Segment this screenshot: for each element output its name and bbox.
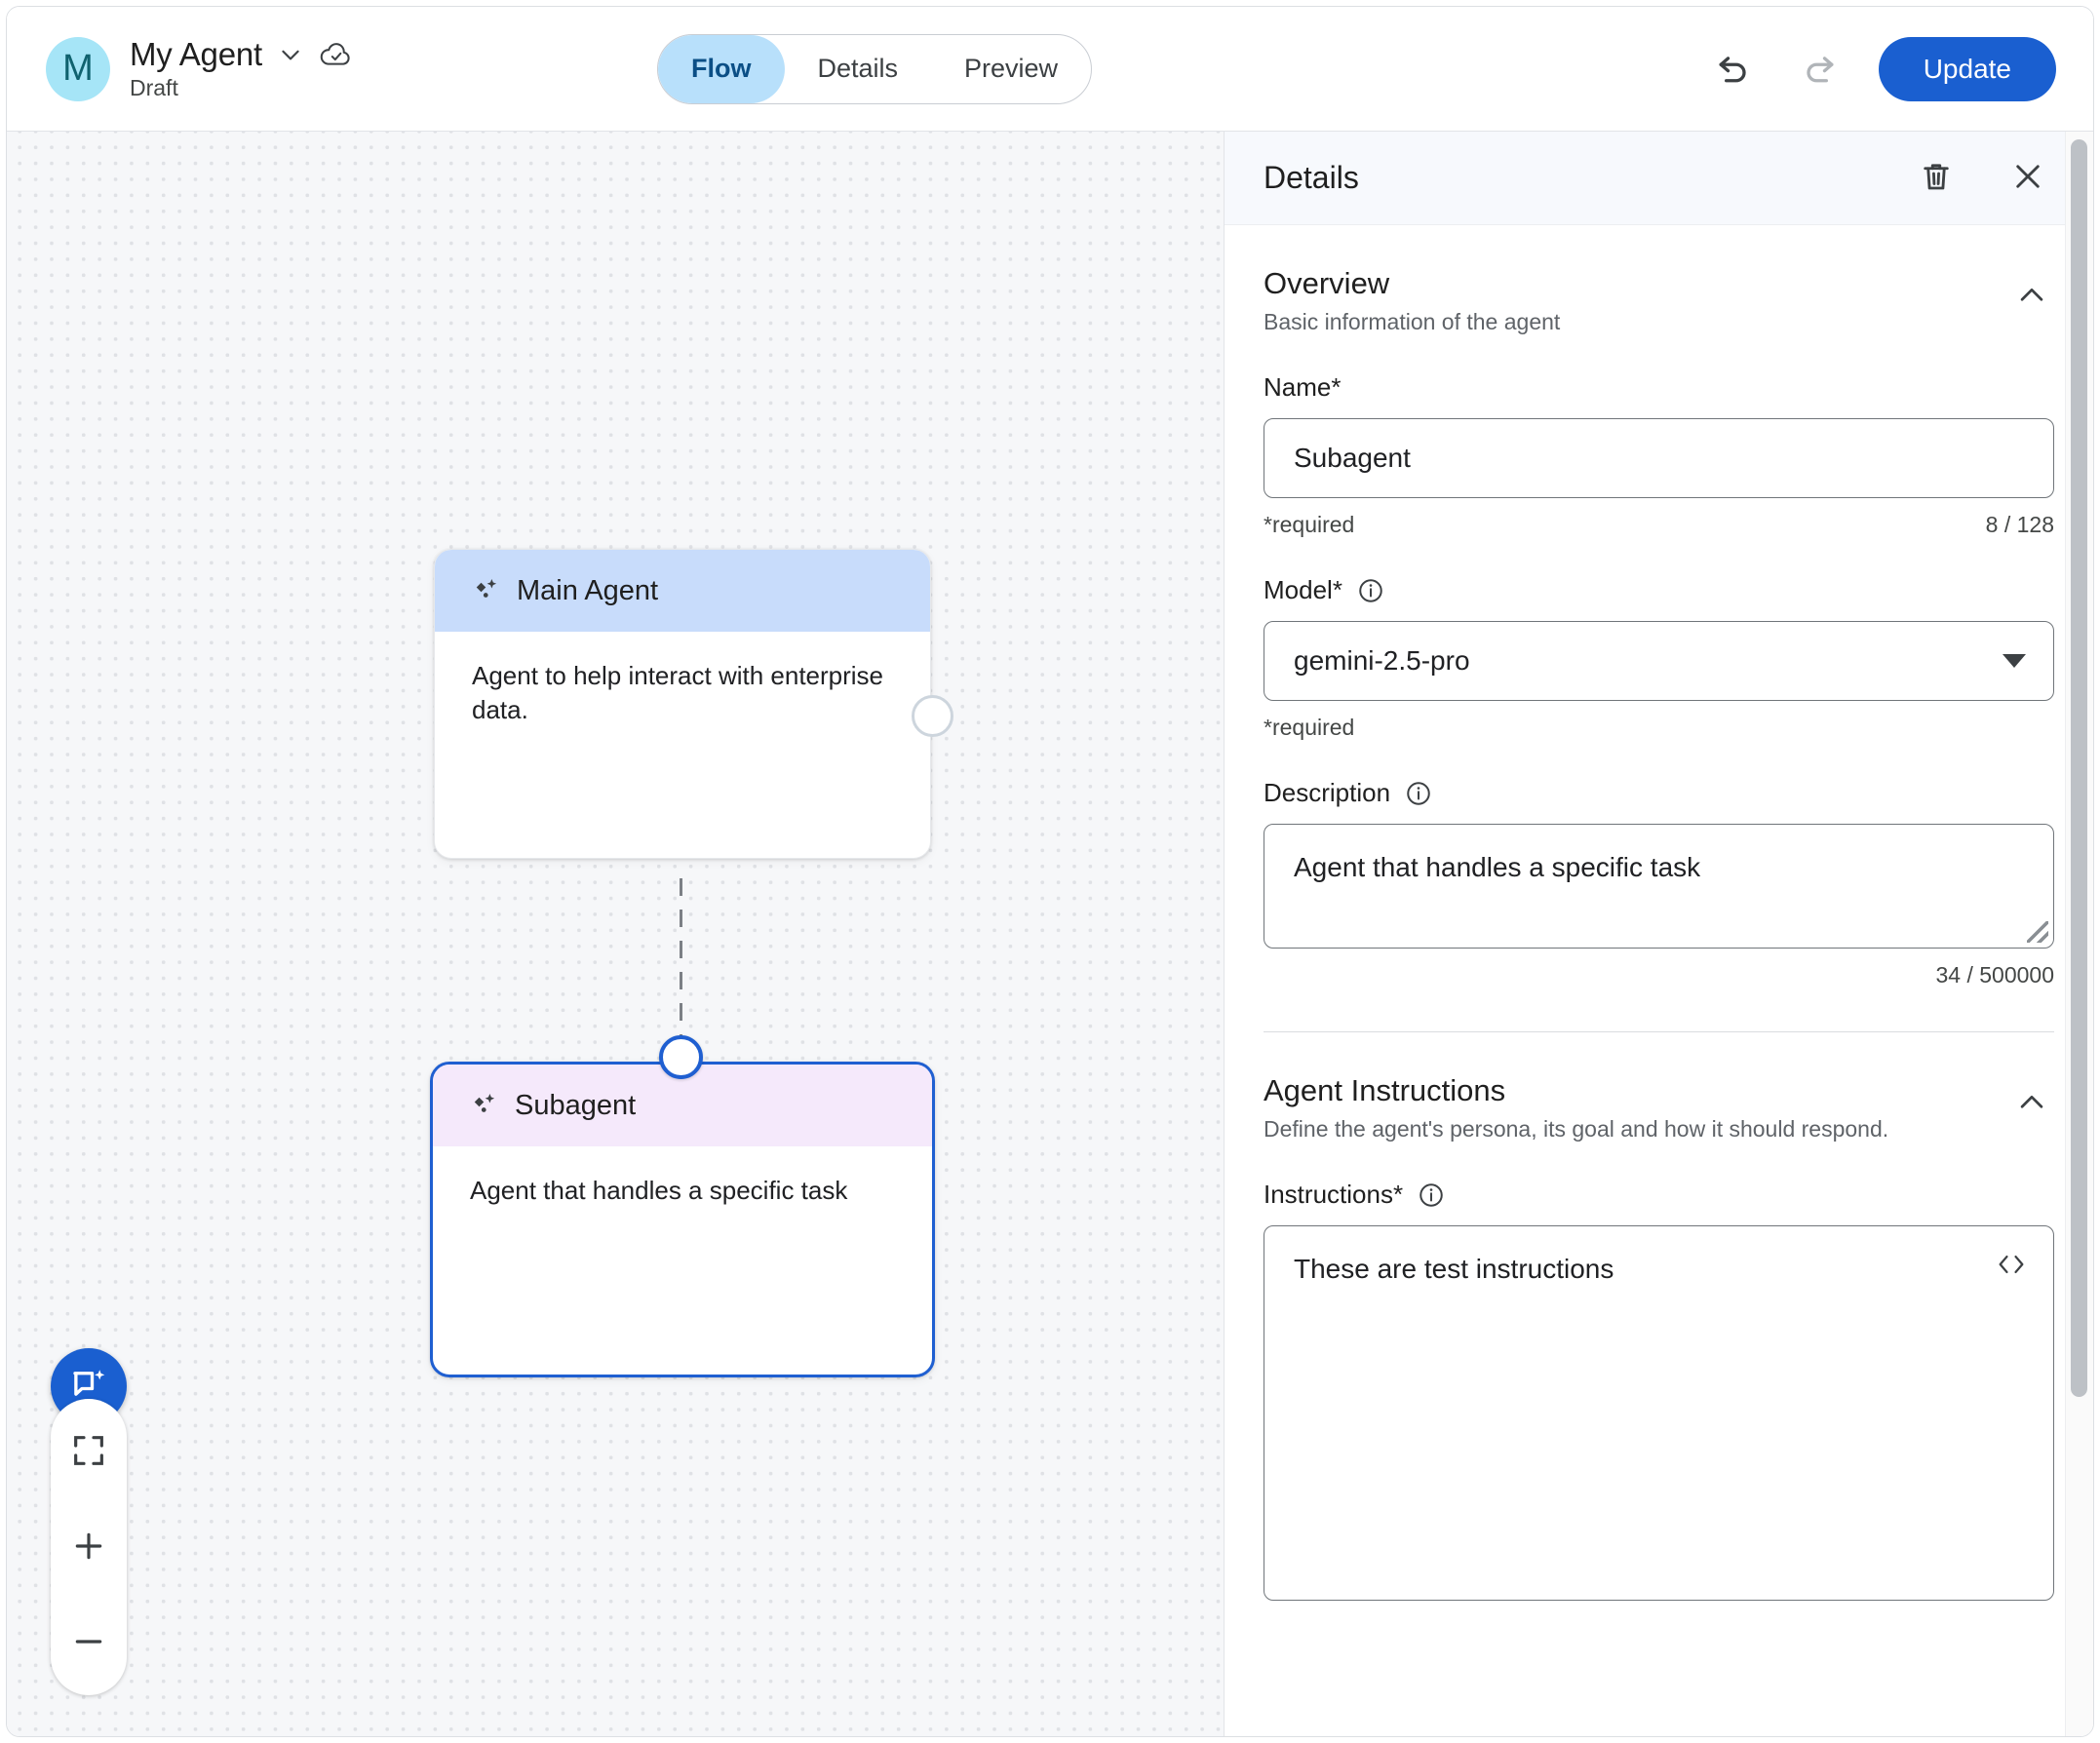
fit-to-screen-icon xyxy=(69,1431,108,1473)
instructions-section-subtitle: Define the agent's persona, its goal and… xyxy=(1264,1116,1889,1142)
agent-brand: M My Agent Draft xyxy=(7,36,354,101)
model-select[interactable]: gemini-2.5-pro xyxy=(1264,621,2054,701)
sparkle-icon xyxy=(472,576,501,605)
resize-grip-icon[interactable] xyxy=(2027,921,2048,943)
model-label: Model* xyxy=(1264,575,2054,605)
chevron-down-icon[interactable] xyxy=(278,42,303,67)
instructions-label-text: Instructions* xyxy=(1264,1180,1404,1209)
info-icon[interactable] xyxy=(1417,1181,1446,1210)
tab-flow[interactable]: Flow xyxy=(657,34,785,103)
avatar: M xyxy=(46,36,110,101)
zoom-controls xyxy=(51,1399,127,1695)
instructions-field-group: Instructions* These are test instruction… xyxy=(1264,1180,2054,1601)
sparkle-icon xyxy=(470,1091,499,1120)
title-row: My Agent xyxy=(130,36,354,73)
node-title: Main Agent xyxy=(517,574,659,606)
description-label-text: Description xyxy=(1264,778,1391,807)
node-description: Agent that handles a specific task xyxy=(470,1176,848,1205)
overview-section-header: Overview Basic information of the agent xyxy=(1264,225,2054,335)
close-icon xyxy=(2009,158,2046,198)
flow-edge-main-to-sub xyxy=(680,878,682,1064)
redo-icon xyxy=(1798,46,1841,92)
page-title: My Agent xyxy=(130,36,262,72)
info-icon[interactable] xyxy=(1404,779,1433,808)
chevron-up-icon xyxy=(2015,1086,2048,1122)
delete-agent-button[interactable] xyxy=(1910,152,1963,205)
instructions-collapse-button[interactable] xyxy=(2009,1081,2054,1126)
close-panel-button[interactable] xyxy=(2002,152,2054,205)
triangle-down-icon xyxy=(2003,654,2026,668)
details-panel-body: Overview Basic information of the agent … xyxy=(1225,225,2093,1736)
top-bar: M My Agent Draft Flo xyxy=(7,7,2093,132)
code-brackets-icon[interactable] xyxy=(1995,1252,2028,1277)
node-port-main-right[interactable] xyxy=(912,695,953,737)
app-window: M My Agent Draft Flo xyxy=(6,6,2094,1737)
name-input[interactable]: Subagent xyxy=(1264,418,2054,498)
description-label: Description xyxy=(1264,778,2054,808)
details-panel: Details xyxy=(1224,132,2093,1736)
undo-icon xyxy=(1712,46,1755,92)
section-divider xyxy=(1264,1031,2054,1032)
title-block: My Agent Draft xyxy=(130,36,354,101)
flow-canvas[interactable]: Main Agent Agent to help interact with e… xyxy=(7,132,1224,1736)
minus-icon xyxy=(69,1622,108,1664)
zoom-in-button[interactable] xyxy=(61,1520,116,1574)
model-select-value: gemini-2.5-pro xyxy=(1294,645,1470,676)
flow-node-subagent[interactable]: Subagent Agent that handles a specific t… xyxy=(430,1062,935,1377)
description-field-group: Description Agent that handles a specifi… xyxy=(1264,778,2054,988)
redo-button[interactable] xyxy=(1793,43,1846,96)
overview-title: Overview xyxy=(1264,266,1390,300)
name-required-text: *required xyxy=(1264,512,1355,537)
fit-to-screen-button[interactable] xyxy=(61,1424,116,1479)
agent-status: Draft xyxy=(130,75,178,100)
name-label: Name* xyxy=(1264,372,2054,403)
view-tabs: Flow Details Preview xyxy=(656,33,1093,104)
tab-details[interactable]: Details xyxy=(817,54,898,83)
node-title: Subagent xyxy=(515,1089,637,1121)
cloud-done-icon xyxy=(319,40,354,69)
plus-icon xyxy=(69,1527,108,1569)
zoom-out-button[interactable] xyxy=(61,1615,116,1670)
overview-collapse-button[interactable] xyxy=(2009,274,2054,319)
model-required-text: *required xyxy=(1264,715,1355,740)
overview-subtitle: Basic information of the agent xyxy=(1264,309,1561,334)
name-counter: 8 / 128 xyxy=(1985,512,2054,537)
description-counter: 34 / 500000 xyxy=(1935,962,2054,988)
model-helper: *required xyxy=(1264,715,2054,741)
model-field-group: Model* gemini-2.5-pro *requir xyxy=(1264,575,2054,741)
node-header: Main Agent xyxy=(435,550,930,632)
node-port-subagent-top[interactable] xyxy=(659,1035,703,1079)
description-helper: 34 / 500000 xyxy=(1264,962,2054,988)
node-description: Agent to help interact with enterprise d… xyxy=(472,661,884,724)
instructions-textarea[interactable]: These are test instructions xyxy=(1264,1225,2054,1601)
name-field-group: Name* Subagent *required 8 / 128 xyxy=(1264,372,2054,538)
model-label-text: Model* xyxy=(1264,575,1342,604)
instructions-label: Instructions* xyxy=(1264,1180,2054,1210)
tab-preview[interactable]: Preview xyxy=(964,54,1059,83)
panel-scrollbar[interactable] xyxy=(2071,139,2087,1397)
top-actions: Update xyxy=(1707,36,2056,101)
info-icon[interactable] xyxy=(1356,576,1385,605)
description-textarea[interactable]: Agent that handles a specific task xyxy=(1264,824,2054,949)
instructions-value: These are test instructions xyxy=(1294,1254,1614,1284)
name-label-text: Name* xyxy=(1264,372,1342,402)
workspace: Main Agent Agent to help interact with e… xyxy=(7,132,2093,1736)
details-title: Details xyxy=(1264,160,1359,195)
flow-node-main-agent[interactable]: Main Agent Agent to help interact with e… xyxy=(434,549,931,859)
instructions-section-title: Agent Instructions xyxy=(1264,1073,1506,1107)
details-panel-header: Details xyxy=(1225,132,2093,225)
update-button[interactable]: Update xyxy=(1878,36,2056,101)
undo-button[interactable] xyxy=(1707,43,1760,96)
instructions-section-header: Agent Instructions Define the agent's pe… xyxy=(1264,1032,2054,1143)
trash-icon xyxy=(1919,159,1954,197)
description-value: Agent that handles a specific task xyxy=(1294,852,1701,882)
name-helper: *required 8 / 128 xyxy=(1264,512,2054,538)
chat-sparkle-icon xyxy=(68,1365,109,1409)
chevron-up-icon xyxy=(2015,279,2048,315)
